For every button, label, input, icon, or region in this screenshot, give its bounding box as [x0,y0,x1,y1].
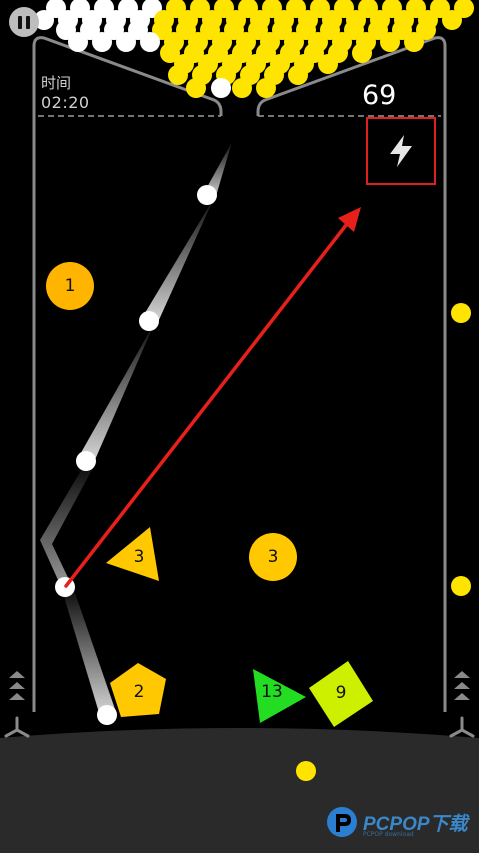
reservoir-ball-yellow [352,43,372,63]
reservoir-ball-white [116,32,136,52]
ball-trail [78,322,155,462]
reservoir-ball-yellow [232,78,252,98]
reservoir-ball-yellow [442,10,462,30]
triangle-block-number: 3 [133,547,145,567]
circle-block-number: 3 [267,547,279,567]
pause-icon [18,15,22,29]
speed-up-button[interactable] [366,117,436,185]
reservoir-ball-white [68,32,88,52]
pause-icon [26,15,30,29]
time-value: 02:20 [41,93,90,112]
reservoir-ball-yellow [288,65,308,85]
ball-reservoir [34,0,474,98]
ball [197,185,217,205]
pause-button[interactable] [9,7,39,37]
obstacles [46,262,373,727]
circle-block-number: 1 [64,276,76,296]
ball-trail [40,462,94,586]
reservoir-ball-yellow [186,78,206,98]
aim-arrow [64,207,361,588]
watermark-text: PCPOP下载 [363,813,468,835]
diamond-block-number: 9 [335,683,347,703]
reservoir-ball-yellow [318,54,338,74]
ball [211,78,231,98]
right-launcher [449,671,475,738]
score-value: 69 [362,80,397,111]
reservoir-ball-yellow [168,65,188,85]
reservoir-ball-white [34,10,54,30]
pentagon-block-number: 2 [133,682,145,702]
reservoir-ball-yellow [160,43,180,63]
circle-block [46,262,94,310]
triangle-block [106,527,159,581]
left-launcher [4,671,30,738]
yellow-ball [451,576,471,596]
reservoir-ball-white [92,32,112,52]
reservoir-ball-yellow [404,32,424,52]
pentagon-block [110,663,166,717]
ball [76,451,96,471]
yellow-ball [451,303,471,323]
reservoir-ball-yellow [380,32,400,52]
bottom-pit [0,728,479,853]
reservoir-ball-white [140,32,160,52]
playfield-walls [32,36,447,712]
time-label: 时间 [41,74,72,92]
triangle-block [253,669,306,723]
lightning-icon [390,135,412,167]
yellow-ball [296,761,316,781]
ball [139,311,159,331]
reservoir-ball-yellow [256,78,276,98]
circle-block [249,533,297,581]
pickup-balls [296,303,471,781]
ball-trail [62,590,116,716]
watermark-subtext: PCPOP download [363,831,414,838]
pcpop-logo-icon [327,807,357,837]
triangle-block-number: 13 [261,682,283,702]
diamond-block [309,661,373,727]
watermark: PCPOP下载 PCPOP download [325,805,468,839]
ball-trail [142,198,214,322]
ball [97,705,117,725]
